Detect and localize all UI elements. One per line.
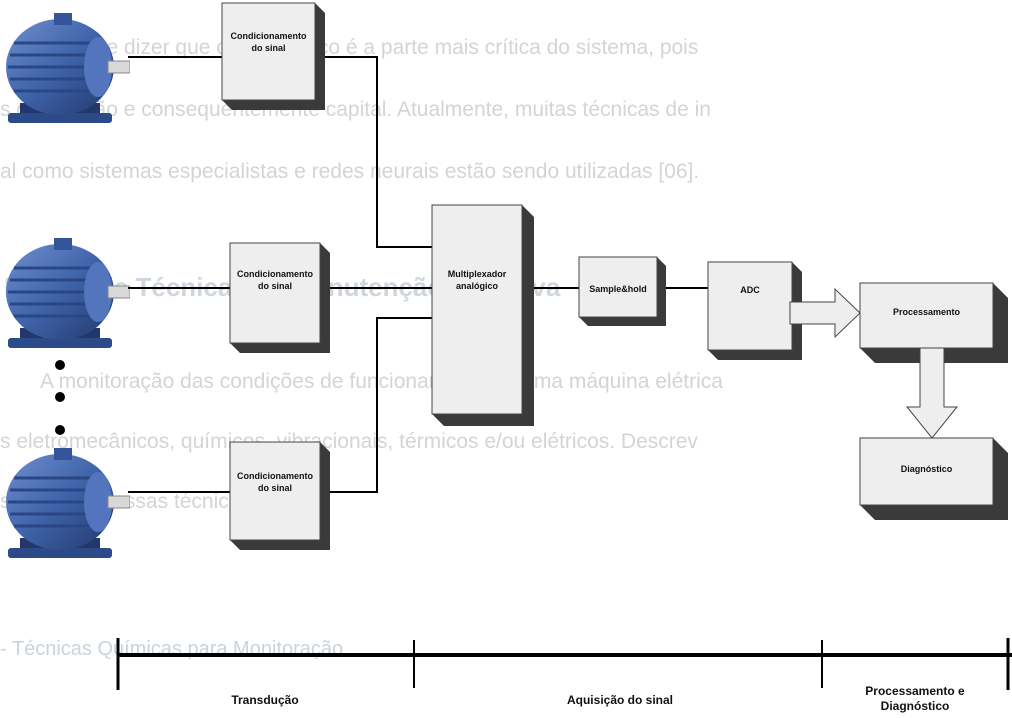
block-adc (707, 261, 802, 360)
processing-label: Processamento (892, 307, 961, 317)
block-conditioning-2 (229, 242, 330, 353)
bg-para-2: s eletromecânicos, químicos, vibracionai… (0, 430, 698, 453)
motor-icon (4, 236, 130, 350)
motor-icon (4, 11, 130, 125)
bg-line-3: al como sistemas especialistas e redes n… (0, 160, 700, 183)
block-conditioning-3 (229, 441, 330, 550)
diagnosis-label: Diagnóstico (900, 464, 953, 474)
stage-acquisition-label: Aquisição do sinal (566, 693, 674, 707)
stage-transduction-label: Transdução (231, 693, 299, 707)
block-arrow (789, 287, 959, 439)
block-sample-hold (578, 256, 666, 326)
motor-icon (4, 446, 130, 560)
stage-processing-label: Processamento e Diagnóstico (865, 684, 965, 713)
block-multiplexer (431, 204, 534, 426)
block-conditioning-1 (221, 2, 325, 110)
vertical-ellipsis (55, 360, 65, 435)
timeline (116, 638, 1012, 690)
block-diagnosis (859, 437, 1008, 520)
bg-line-1: Pode-se dizer que o diagnóstico é a part… (40, 36, 699, 59)
sample-hold-label: Sample&hold (589, 284, 647, 294)
bg-para-1: A monitoração das condições de funcionam… (40, 370, 723, 393)
adc-label: ADC (740, 285, 760, 295)
bg-line-2: s de decisão e consequentemente capital.… (0, 98, 711, 121)
